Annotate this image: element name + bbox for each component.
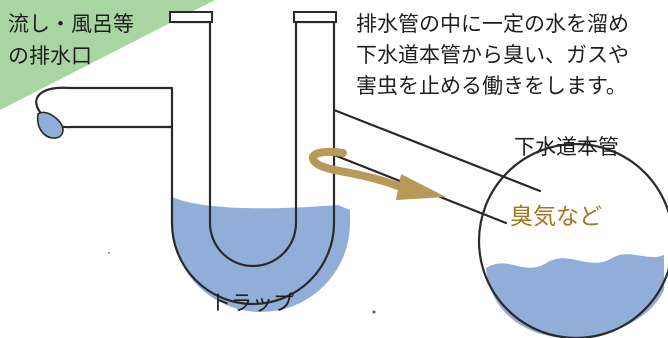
drain-inlet-label-line1: 流し・風呂等	[8, 12, 134, 36]
speck-dot	[108, 252, 110, 254]
pipe-cap-left	[169, 11, 213, 23]
drain-pipe	[68, 20, 542, 306]
sewer-main-label: 下水道本管	[514, 135, 619, 159]
description-line-3: 害虫を止める働きをします。	[356, 74, 627, 98]
odor-arrow	[308, 148, 402, 190]
sewer-main-pipe	[477, 142, 668, 338]
trap-label: トラップ	[210, 291, 294, 315]
drain-inlet-label-line2: の排水口	[8, 44, 92, 68]
speck-dot	[372, 310, 376, 314]
description-line-2: 下水道本管から臭い、ガスや	[356, 43, 629, 67]
odor-label: 臭気など	[510, 204, 602, 230]
trap-water	[172, 197, 350, 312]
odor-arrowhead	[396, 174, 446, 200]
corner-banner	[0, 0, 215, 110]
inlet-water-drop	[36, 111, 64, 139]
pipe-cap-right	[293, 11, 337, 23]
sewer-main-water	[486, 254, 664, 338]
description-line-1: 排水管の中に一定の水を溜め	[356, 12, 629, 36]
